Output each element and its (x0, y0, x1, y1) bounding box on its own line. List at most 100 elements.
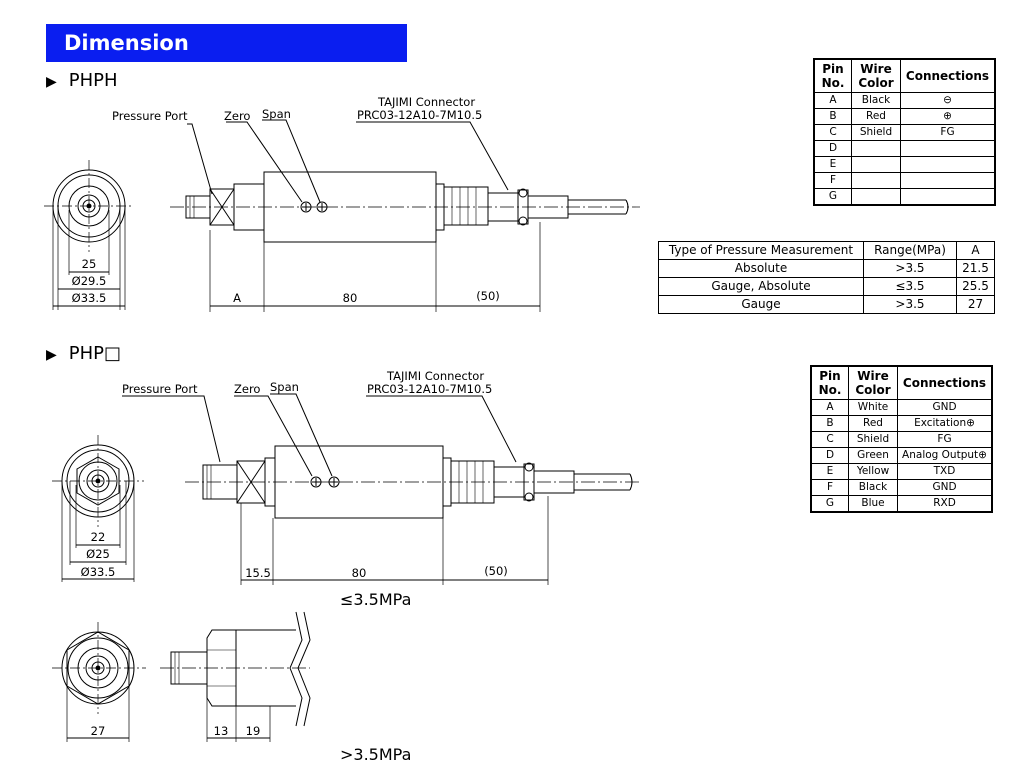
dim-d29-5: Ø29.5 (72, 274, 107, 288)
cell: C (813, 124, 852, 141)
cell: A (813, 92, 852, 109)
caption-gt-3-5mpa: >3.5MPa (340, 745, 412, 764)
cell: Red (848, 415, 898, 432)
dim-50: (50) (476, 289, 500, 303)
cell: GND (897, 479, 993, 496)
header-range: Range(MPa) (863, 241, 957, 260)
table-header-row: Type of Pressure Measurement Range(MPa) … (658, 241, 995, 260)
range-table: Type of Pressure Measurement Range(MPa) … (658, 241, 995, 314)
cell: Analog Output⊕ (897, 447, 993, 464)
cell: Shield (848, 431, 898, 448)
header-text: Connections (905, 69, 990, 83)
header-text: Wire Color (858, 62, 894, 90)
cell: 25.5 (956, 277, 995, 296)
dim-27: 27 (91, 724, 106, 738)
cell: B (813, 108, 852, 125)
section-title-text: PHP□ (68, 343, 122, 364)
label-span-2: Span (270, 380, 299, 394)
table-row: G (813, 188, 996, 206)
dim-25: 25 (82, 257, 97, 271)
cell: >3.5 (863, 295, 957, 314)
cell: Yellow (848, 463, 898, 480)
label-pressure-port: Pressure Port (112, 109, 188, 123)
cell (851, 156, 901, 173)
cell: G (813, 188, 852, 206)
dim-19: 19 (246, 724, 261, 738)
cell (851, 188, 901, 206)
caption-le-3-5mpa: ≤3.5MPa (340, 590, 412, 609)
table-row: D (813, 140, 996, 157)
cell: White (848, 399, 898, 416)
cell: B (810, 415, 849, 432)
dim-22: 22 (91, 530, 106, 544)
label-connector-name-2: TAJIMI Connector (386, 369, 484, 383)
triangle-bullet-icon: ▶ (46, 74, 57, 90)
detail-side-view (160, 611, 311, 742)
label-zero: Zero (224, 109, 250, 123)
cell: >3.5 (863, 259, 957, 278)
cell: Excitation⊕ (897, 415, 993, 432)
cell: Black (848, 479, 898, 496)
header-text: Pin No. (818, 369, 842, 397)
cell: Absolute (658, 259, 864, 278)
header-type: Type of Pressure Measurement (658, 241, 864, 260)
cell: Green (848, 447, 898, 464)
cell: C (810, 431, 849, 448)
table-row: E (813, 156, 996, 173)
label-connector-part: PRC03-12A10-7M10.5 (357, 108, 482, 122)
label-pressure-port-2: Pressure Port (122, 382, 198, 396)
phph-side-view (170, 119, 640, 312)
header-wire: Wire Color (848, 365, 898, 400)
label-span: Span (262, 107, 291, 121)
phph-end-view (44, 160, 134, 310)
dim-80-2: 80 (352, 566, 367, 580)
cell: F (813, 172, 852, 189)
cell: ≤3.5 (863, 277, 957, 296)
cell: FG (897, 431, 993, 448)
header-text: Connections (902, 376, 987, 390)
label-connector-name: TAJIMI Connector (377, 95, 475, 109)
cell: 27 (956, 295, 995, 314)
cell: G (810, 495, 849, 513)
section-title-phph: ▶ PHPH (46, 70, 118, 91)
header-text: Pin No. (821, 62, 845, 90)
detail-end-view (52, 622, 146, 742)
cell: ⊕ (900, 108, 996, 125)
section-title-php: ▶PHP□ (46, 343, 121, 364)
cell: F (810, 479, 849, 496)
cell: Black (851, 92, 901, 109)
cell: 21.5 (956, 259, 995, 278)
dim-80: 80 (343, 291, 358, 305)
section-title-text: PHPH (68, 70, 118, 91)
cell: D (810, 447, 849, 464)
label-zero-2: Zero (234, 382, 260, 396)
table-row: F (813, 172, 996, 189)
cell: FG (900, 124, 996, 141)
dim-a: A (233, 291, 241, 305)
cell: Gauge (658, 295, 864, 314)
cell: E (813, 156, 852, 173)
cell (900, 172, 996, 189)
php-end-view (52, 435, 144, 582)
cell: E (810, 463, 849, 480)
header-wire: Wire Color (851, 58, 901, 93)
dim-d33-5: Ø33.5 (72, 291, 107, 305)
cell: TXD (897, 463, 993, 480)
header-text: Wire Color (855, 369, 891, 397)
cell: Red (851, 108, 901, 125)
cell (900, 140, 996, 157)
cell: Shield (851, 124, 901, 141)
